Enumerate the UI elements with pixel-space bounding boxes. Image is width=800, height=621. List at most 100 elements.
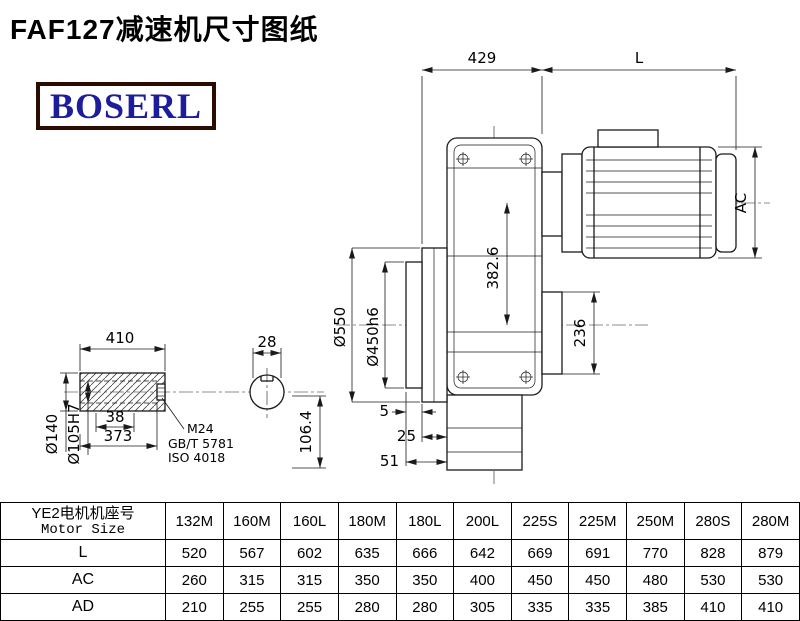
cell: 410 (683, 593, 743, 621)
terminal-box (597, 129, 659, 148)
row-label-ad: AD (0, 593, 166, 621)
dim-236: 236 (562, 291, 600, 375)
col-header-160m: 160M (222, 502, 282, 540)
cell: 315 (222, 566, 282, 594)
page-title: FAF127减速机尺寸图纸 (10, 14, 319, 45)
cell: 305 (453, 593, 512, 621)
dim-38-label: 38 (105, 408, 124, 426)
cell: 450 (568, 566, 627, 594)
col-header-160l: 160L (280, 502, 339, 540)
dim-28: 28 (252, 333, 282, 378)
dim-382-6: 382.6 (484, 203, 510, 325)
boserl-logo: BOSERL (36, 82, 216, 130)
dim-373-label: 373 (104, 427, 133, 445)
row-label-l: L (0, 539, 166, 567)
std-gb-label: GB/T 5781 (168, 436, 234, 451)
dim-d105h7-label: Ø105H7 (65, 403, 83, 464)
col-header-280m: 280M (741, 502, 800, 540)
cell: 280 (337, 593, 397, 621)
cell: 520 (165, 539, 224, 567)
table-row-l: L 520 567 602 635 666 642 669 691 770 82… (0, 539, 800, 567)
row-label-ac: AC (0, 566, 166, 594)
cell: 530 (683, 566, 743, 594)
motor (541, 129, 737, 259)
cell: 210 (165, 593, 224, 621)
cell: 315 (280, 566, 339, 594)
dim-28-label: 28 (257, 333, 276, 351)
cell: 350 (395, 566, 455, 594)
dim-d550-label: Ø550 (331, 307, 349, 347)
dim-236-label: 236 (571, 319, 589, 348)
col-header-250m: 250M (626, 502, 685, 540)
cell: 400 (453, 566, 512, 594)
cell: 385 (626, 593, 685, 621)
dim-top: 429 L (421, 49, 737, 244)
dimension-drawing: 429 L AC Ø550 Ø450h6 382.6 (43, 49, 770, 484)
thread-m24-label: M24 (187, 421, 214, 436)
dim-d450h6: Ø450h6 (364, 261, 404, 389)
cell: 770 (626, 539, 685, 567)
cell: 828 (683, 539, 743, 567)
col-header-180l: 180L (395, 502, 455, 540)
dim-25-label: 25 (397, 427, 416, 445)
thread-callout: M24 GB/T 5781 ISO 4018 (161, 397, 234, 465)
bolt-hole-icon (456, 152, 533, 384)
motor-size-header-en: Motor Size (40, 521, 125, 538)
dim-d105h7: Ø105H7 (65, 381, 91, 465)
cell: 879 (741, 539, 800, 567)
dim-373: 373 (79, 402, 158, 450)
dim-d450h6-label: Ø450h6 (364, 307, 382, 367)
cell: 255 (280, 593, 339, 621)
cell: 350 (337, 566, 397, 594)
table-row-ad: AD 210 255 255 280 280 305 335 335 385 4… (0, 593, 800, 621)
cell: 666 (395, 539, 455, 567)
cell: 567 (222, 539, 282, 567)
dim-d140-label: Ø140 (43, 414, 61, 454)
boserl-logo-text: BOSERL (49, 86, 203, 126)
cell: 642 (453, 539, 512, 567)
cell: 410 (741, 593, 800, 621)
fan-cover (715, 153, 737, 253)
dim-38: 38 (95, 408, 135, 432)
table-header-row: YE2电机机座号 Motor Size 132M 160M 160L 180M … (0, 502, 800, 540)
motor-size-header: YE2电机机座号 Motor Size (0, 502, 166, 540)
dim-d140: Ø140 (43, 372, 78, 454)
table-row-ac: AC 260 315 315 350 350 400 450 450 480 5… (0, 566, 800, 594)
col-header-280s: 280S (683, 502, 743, 540)
dim-5-label: 5 (379, 402, 389, 420)
col-header-225m: 225M (568, 502, 627, 540)
col-header-225s: 225S (510, 502, 570, 540)
cell: 669 (510, 539, 570, 567)
cell: 480 (626, 566, 685, 594)
shaft-view: 410 38 373 Ø140 Ø105H7 (43, 329, 326, 469)
cell: 280 (395, 593, 455, 621)
col-header-180m: 180M (337, 502, 397, 540)
dim-106-4-label: 106.4 (297, 411, 315, 454)
dim-410: 410 (79, 329, 166, 371)
motor-fins (586, 159, 712, 249)
std-iso-label: ISO 4018 (168, 450, 225, 465)
main-view: 429 L AC Ø550 Ø450h6 382.6 (331, 49, 770, 484)
shaft-end-view (249, 368, 285, 418)
dim-bottom-stack: 5 25 51 (379, 392, 447, 470)
motor-size-header-cn: YE2电机机座号 (31, 504, 135, 522)
dimension-table: YE2电机机座号 Motor Size 132M 160M 160L 180M … (0, 502, 800, 621)
dim-106-4: 106.4 (292, 395, 326, 469)
cell: 260 (165, 566, 224, 594)
col-header-200l: 200L (453, 502, 512, 540)
dim-382-6-label: 382.6 (484, 247, 502, 290)
cell: 602 (280, 539, 339, 567)
dim-d550: Ø550 (331, 247, 420, 403)
cell: 635 (337, 539, 397, 567)
cell: 530 (741, 566, 800, 594)
dim-429-label: 429 (468, 49, 497, 67)
dim-ac-label: AC (732, 193, 750, 213)
cell: 255 (222, 593, 282, 621)
output-flange (405, 247, 448, 403)
dim-ac: AC (718, 146, 762, 259)
dim-410-label: 410 (106, 329, 135, 347)
col-header-132m: 132M (165, 502, 224, 540)
cell: 335 (568, 593, 627, 621)
dim-51-label: 51 (380, 452, 399, 470)
dim-L-label: L (635, 49, 644, 67)
